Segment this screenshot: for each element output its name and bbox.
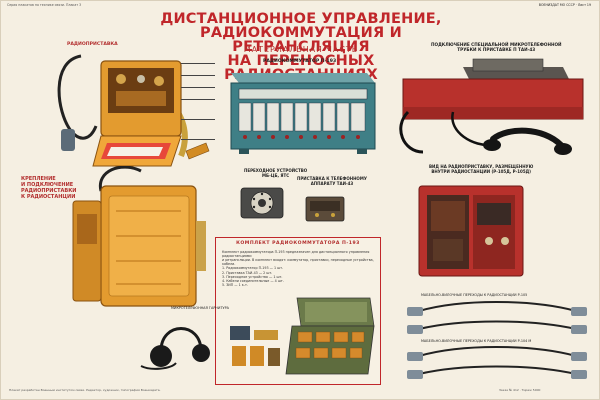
footer-right: Заказ № 412 · Тираж 5000 (499, 388, 541, 392)
label-cable-2: МАБЕЛЬНО-ВИЛОЧНЫЕ ПЕРЕХОДЫ К РАДИОСТАНЦИ… (421, 339, 532, 343)
leader-line (181, 99, 215, 100)
kit-text-line: 5. ЗИП — 1 к-т. (222, 282, 248, 287)
label-view-station: ВИД НА РАДИОПРИСТАВКУ, РАЗМЕЩЕННУЮ ВНУТР… (429, 164, 534, 175)
kit-text-line: 4. Кабели соединительные — 4 шт. (222, 278, 284, 283)
kit-text-line: 2. Приставка ТАИ-43 — 2 шт. (222, 270, 273, 275)
station-view-illustration (418, 185, 524, 277)
label-handset-top-text: ПОДКЛЮЧЕНИЕ СПЕЦИАЛЬНОЙ МИКРОТЕЛЕФОННОЙ … (431, 42, 562, 53)
kit-text-line: Комплект радиокоммутатора П-193 предназн… (222, 250, 370, 259)
poster-title: ДИСТАНЦИОННОЕ УПРАВЛЕНИЕ, РАДИОКОММУТАЦИ… (151, 11, 451, 83)
label-mounting: КРЕПЛЕНИЕ И ПОДКЛЮЧЕНИЕ РАДИОПРИСТАВКИ К… (21, 176, 77, 200)
cable-set-2 (407, 346, 587, 379)
label-commutator: РАДИОКОММУТАТОР П-193 (263, 59, 337, 64)
label-handset-top: ПОДКЛЮЧЕНИЕ СПЕЦИАЛЬНОЙ МИКРОТЕЛЕФОННОЙ … (431, 42, 562, 52)
leader-line (181, 63, 215, 64)
commutator-illustration (230, 73, 376, 154)
leader-line (181, 75, 215, 76)
label-switch-device-text: ПЕРЕХОДНОЕ УСТРОЙСТВО МБ-ЦБ, ЯТС (244, 168, 308, 178)
handset-box-illustration (399, 58, 584, 155)
label-headset: МИКРОТЕЛЕФОННАЯ ГАРНИТУРА (171, 306, 229, 310)
radio-station-illustration (72, 166, 206, 307)
kit-text-line: 1. Радиокоммутатор П-193 — 1 шт. (222, 266, 284, 271)
label-view-station-text: ВИД НА РАДИОПРИСТАВКУ, РАЗМЕЩЕННУЮ ВНУТР… (429, 164, 534, 174)
header-right-text: ВОЕНИЗДАТ МО СССР · Лист 19 (538, 3, 591, 7)
switch-device-illustration (240, 187, 284, 219)
leader-line (181, 87, 215, 88)
label-telephone-app: ПРИСТАВКА К ТЕЛЕФОННОМУ АППАРАТУ ТАИ-43 (297, 176, 367, 187)
headset-illustration (140, 327, 210, 370)
label-telephone-app-text: ПРИСТАВКА К ТЕЛЕФОННОМУ АППАРАТУ ТАИ-43 (297, 176, 367, 186)
label-radioprist: РАДИОПРИСТАВКА (67, 42, 118, 47)
title-line-1: ДИСТАНЦИОННОЕ УПРАВЛЕНИЕ, РАДИОКОММУТАЦИ… (160, 11, 442, 55)
kit-case-illustration (230, 297, 375, 375)
footer-left: Плакат разработан Военным институтом свя… (9, 388, 161, 392)
header-left-text: Серия плакатов по технике связи. Плакат … (7, 3, 82, 7)
cable-set-1 (407, 301, 587, 334)
kit-text-line: 3. Переходное устройство — 1 шт. (222, 274, 283, 279)
leader-line (181, 139, 215, 140)
kit-panel: КОМПЛЕКТ РАДИОКОММУТАТОРА П-193 Комплект… (215, 237, 381, 385)
label-mounting-text: КРЕПЛЕНИЕ И ПОДКЛЮЧЕНИЕ РАДИОПРИСТАВКИ К… (21, 176, 77, 200)
poster-subtitle: МАТЕРИАЛЬНАЯ ЧАСТЬ (243, 45, 359, 54)
kit-text: Комплект радиокоммутатора П-193 предназн… (222, 250, 374, 287)
leader-line (181, 119, 215, 120)
kit-title: КОМПЛЕКТ РАДИОКОММУТАТОРА П-193 (236, 241, 360, 246)
telephone-app-illustration (305, 196, 345, 222)
kit-text-line: и ретрансляции. В комплект входят: комму… (222, 258, 374, 267)
label-cable-1: МАБЕЛЬНО-ВИЛОЧНЫЕ ПЕРЕХОДЫ К РАДИОСТАНЦИ… (421, 293, 528, 297)
label-switch-device: ПЕРЕХОДНОЕ УСТРОЙСТВО МБ-ЦБ, ЯТС (244, 168, 308, 179)
radioprist-illustration (57, 54, 210, 167)
